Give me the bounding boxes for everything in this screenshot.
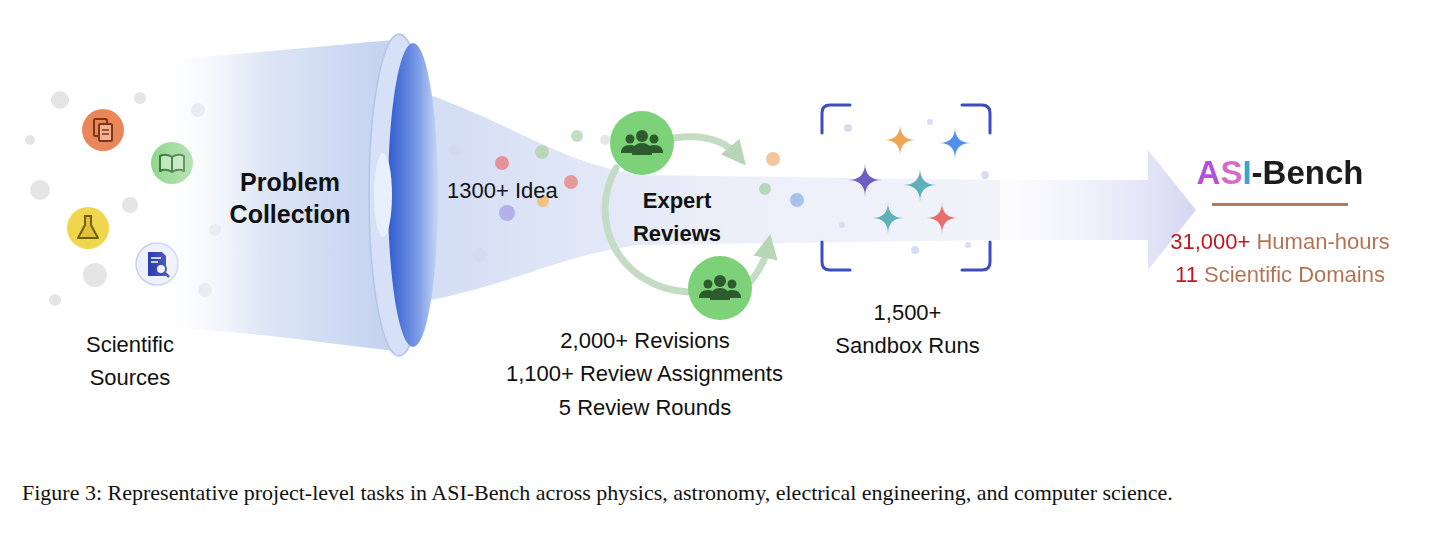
node-text: 1,500+ Sandbox Runs [832, 296, 984, 362]
icon-page [94, 119, 107, 136]
sparkle [926, 202, 958, 234]
cycle-arrow [674, 137, 738, 156]
dot [535, 145, 549, 159]
icon-circle [82, 109, 124, 151]
lens-face [388, 43, 438, 347]
icon-circle [610, 111, 674, 175]
dot [844, 124, 852, 132]
lens-rim [369, 34, 429, 356]
flow-band [430, 95, 1000, 300]
document-icon [82, 109, 124, 151]
benchmark-title: ASI-Bench [1197, 153, 1364, 193]
sparkle [884, 124, 916, 156]
icon-flask [78, 216, 98, 238]
people-symbol [621, 130, 663, 155]
sparkle [848, 163, 882, 197]
dot [965, 242, 971, 248]
source-label: Scientific Sources [70, 328, 190, 394]
dot [495, 156, 509, 170]
idea-count: 1300+ Idea [447, 176, 558, 206]
dot [49, 294, 61, 306]
dot [134, 92, 146, 104]
brackets-outline [820, 100, 995, 365]
cycle-arrow [750, 246, 768, 282]
icon-circle [67, 207, 109, 249]
dot [30, 180, 50, 200]
dot [766, 152, 780, 166]
review-stat: 1,100+ Review Assignments [506, 359, 783, 389]
funnel-stage: Problem Collection [150, 38, 395, 353]
review-label: Expert Reviews [622, 184, 732, 250]
dot [790, 193, 804, 207]
sparkle [903, 168, 937, 202]
dot [25, 135, 35, 145]
dot [499, 205, 515, 221]
review-stat: 5 Review Rounds [559, 393, 731, 423]
reviewer-icon [610, 111, 674, 175]
sparkle [872, 202, 904, 234]
title-underline [1212, 203, 1348, 206]
dot [51, 91, 69, 109]
lens-hole [374, 153, 392, 237]
dot [83, 263, 107, 287]
review-stat: 2,000+ Revisions [560, 326, 729, 356]
dot [600, 135, 610, 145]
sandbox-frame: 1,500+ Sandbox Runs [820, 100, 995, 365]
icon-circle [688, 256, 752, 320]
dot [759, 183, 771, 195]
benchmark-stat: 31,000+ Human-hours [1170, 227, 1390, 257]
dot [473, 248, 487, 262]
dot [564, 175, 578, 189]
reviewer-icon [688, 256, 752, 320]
review-cycle [605, 137, 768, 292]
dot [911, 246, 919, 254]
figure-caption: Figure 3: Representative project-level t… [22, 478, 1422, 508]
dot [449, 144, 461, 156]
sparkle [939, 127, 971, 159]
dot [571, 130, 583, 142]
sandbox-sparkles [839, 119, 989, 254]
icon-page [99, 124, 112, 141]
flask-icon [67, 207, 109, 249]
people-symbol [699, 275, 741, 300]
dot [927, 119, 933, 125]
node-text: Problem Collection [225, 166, 355, 230]
dot [839, 222, 845, 228]
corner-brackets [822, 105, 990, 270]
icon-lines [102, 130, 109, 134]
dot [122, 197, 138, 213]
dot [981, 171, 989, 179]
funnel-shape [150, 40, 395, 351]
benchmark-stat: 11 Scientific Domains [1175, 260, 1385, 290]
flow-arrow [990, 150, 1196, 270]
